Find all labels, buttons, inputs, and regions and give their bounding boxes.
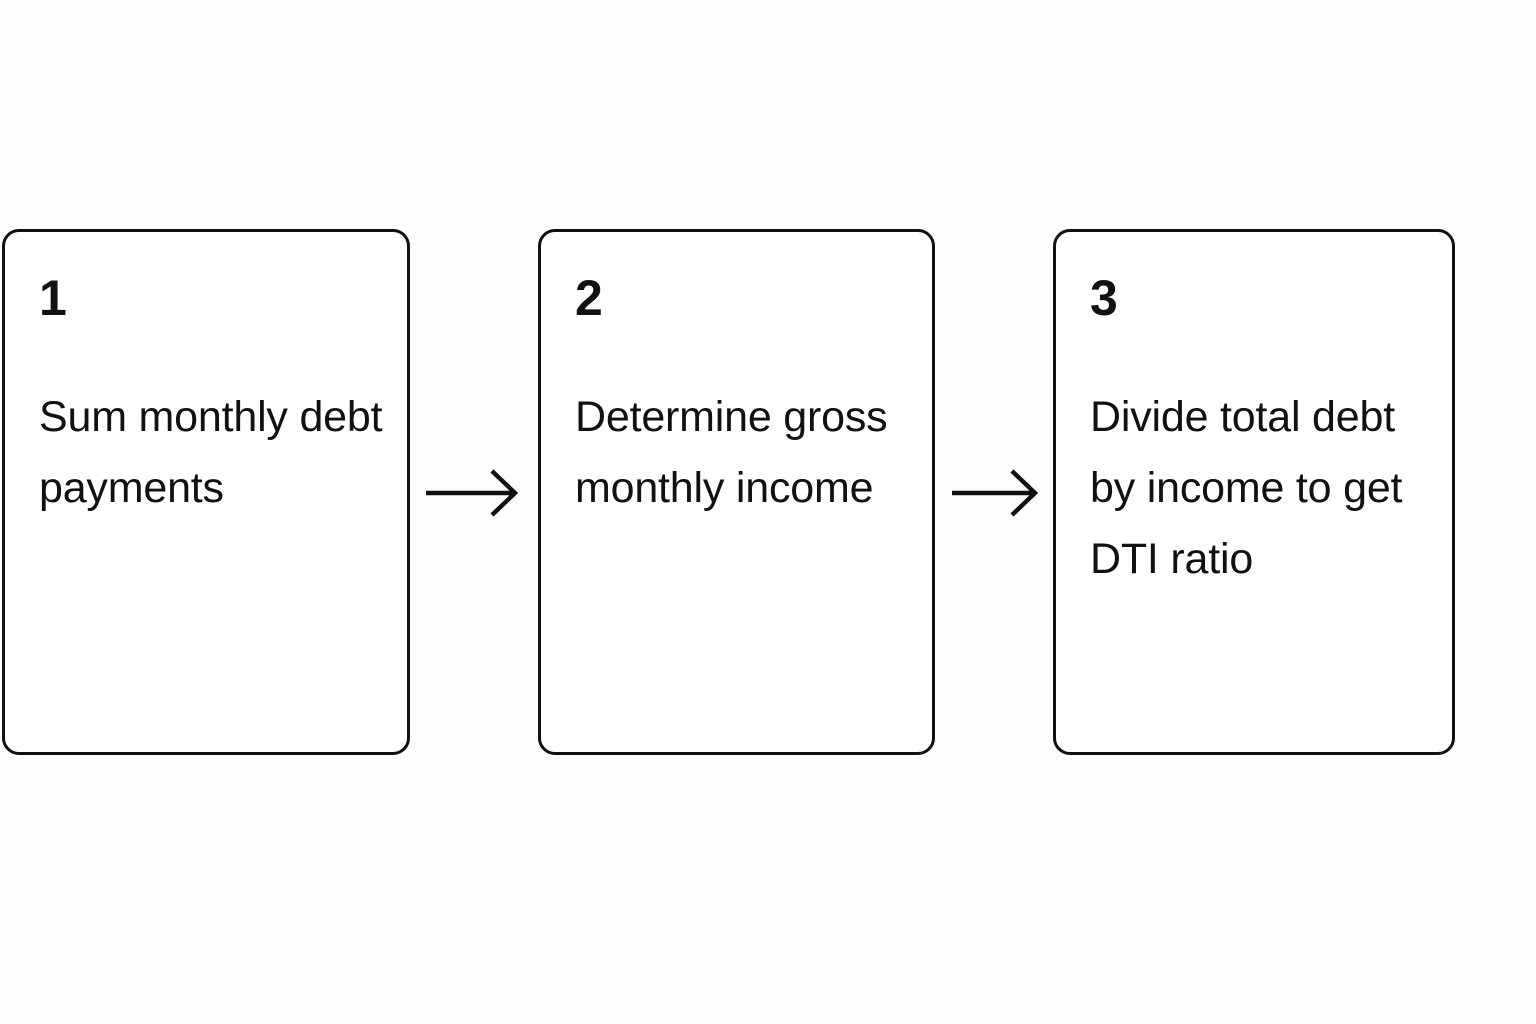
step-card-3: 3 Divide total debt by income to get DTI… <box>1053 229 1455 755</box>
step-label-2: Determine gross monthly income <box>575 393 888 512</box>
step-label-3: Divide total debt by income to get DTI r… <box>1090 393 1403 583</box>
arrow-head-icon <box>490 469 519 517</box>
step-number-2: 2 <box>575 270 603 326</box>
step-card-2: 2 Determine gross monthly income <box>538 229 935 755</box>
step-number-1: 1 <box>39 270 67 326</box>
step-number-3: 3 <box>1090 270 1118 326</box>
connector-arrow-2-to-3 <box>950 464 1046 522</box>
step-label-1: Sum monthly debt payments <box>39 393 383 512</box>
step-card-1: 1 Sum monthly debt payments <box>2 229 410 755</box>
arrow-head-icon <box>1010 469 1039 517</box>
connector-arrow-1-to-2 <box>424 464 520 522</box>
